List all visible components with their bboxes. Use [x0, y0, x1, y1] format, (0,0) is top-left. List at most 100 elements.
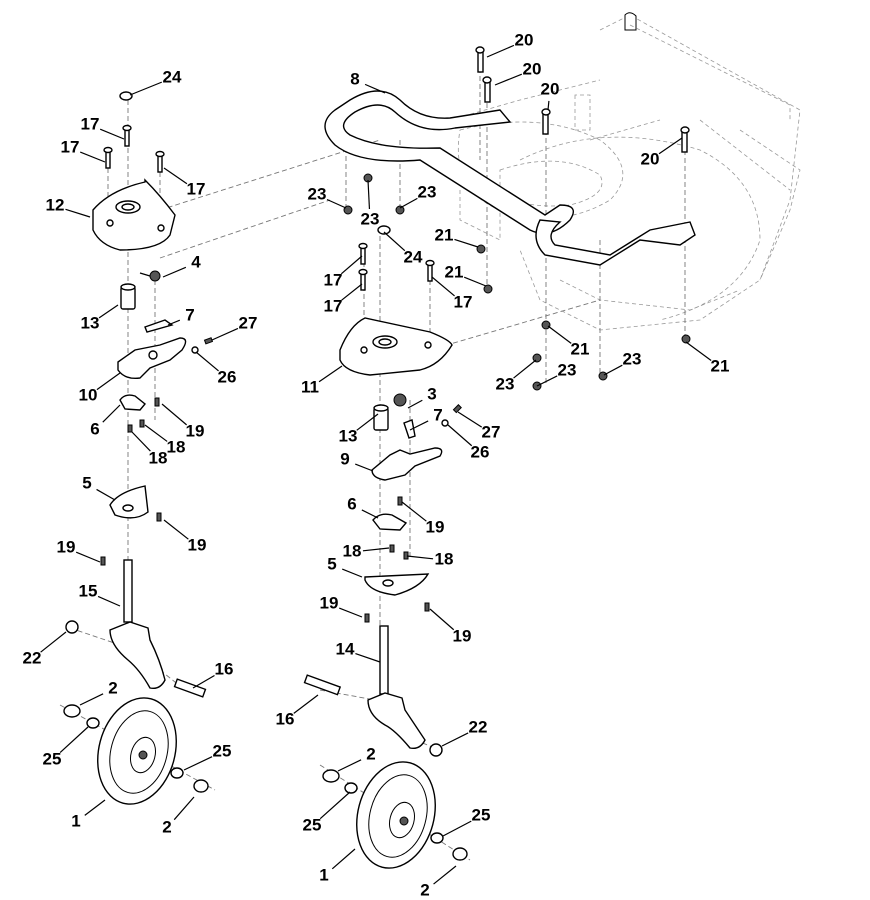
callout-label: 2: [366, 744, 375, 763]
callout-2: 2: [337, 744, 376, 772]
callout-17: 17: [324, 255, 363, 289]
callout-19: 19: [57, 537, 101, 563]
callout-label: 11: [301, 377, 319, 396]
callout-19: 19: [401, 501, 445, 536]
callout-label: 17: [324, 296, 343, 315]
callout-19: 19: [161, 403, 204, 440]
callout-24: 24: [383, 231, 423, 266]
callout-label: 17: [324, 270, 343, 289]
leader-line: [454, 238, 479, 248]
callout-label: 19: [426, 517, 445, 536]
leader-line: [99, 128, 125, 140]
callout-label: 17: [187, 179, 206, 198]
leader-line: [65, 208, 91, 218]
callout-6: 6: [90, 404, 121, 438]
leader-line: [383, 231, 406, 252]
leader-line: [59, 726, 89, 754]
callout-label: 13: [339, 426, 358, 445]
ball-26: [191, 346, 199, 354]
leader-line: [340, 255, 363, 275]
screw-18: [403, 551, 409, 560]
callout-label: 24: [404, 247, 423, 266]
spacer-25: [170, 767, 184, 779]
screw-19: [397, 496, 403, 506]
callout-label: 20: [541, 79, 560, 98]
callout-label: 19: [453, 626, 472, 645]
callout-label: 25: [213, 741, 232, 760]
leader-line: [331, 848, 356, 870]
callout-label: 7: [433, 405, 442, 424]
callout-label: 24: [163, 67, 182, 86]
leader-line: [364, 83, 386, 94]
callout-label: 23: [308, 184, 327, 203]
callout-label: 23: [418, 182, 437, 201]
leader-line: [401, 501, 427, 522]
leader-line: [326, 198, 347, 209]
leader-line: [367, 179, 371, 210]
callout-16: 16: [276, 694, 319, 728]
leader-line: [167, 319, 181, 326]
leader-line: [547, 100, 550, 111]
callout-5: 5: [327, 554, 363, 578]
callout-23: 23: [361, 179, 380, 228]
callout-label: 10: [79, 385, 98, 404]
spring-3: [393, 393, 407, 407]
callout-6: 6: [347, 494, 379, 519]
leader-line: [163, 167, 188, 185]
screw-19: [424, 602, 430, 612]
callout-18: 18: [343, 541, 390, 560]
leader-line: [355, 652, 381, 663]
callout-7: 7: [409, 405, 443, 431]
screw-18: [389, 544, 395, 553]
leader-line: [98, 304, 119, 319]
leader-line: [84, 799, 106, 816]
callout-23: 23: [399, 182, 437, 209]
callout-4: 4: [162, 252, 201, 278]
callout-label: 22: [469, 717, 488, 736]
callout-label: 23: [496, 374, 515, 393]
leader-line: [144, 424, 168, 442]
callout-label: 20: [523, 59, 542, 78]
callout-1: 1: [71, 799, 106, 830]
leader-line: [102, 404, 121, 423]
callout-9: 9: [340, 449, 374, 472]
callout-17: 17: [61, 137, 106, 163]
callout-label: 22: [23, 648, 42, 667]
callout-20: 20: [541, 79, 560, 111]
leader-line: [319, 791, 351, 820]
callout-label: 19: [320, 593, 339, 612]
bolt-16: [303, 674, 342, 696]
leader-line: [409, 420, 429, 431]
callout-25: 25: [43, 726, 89, 768]
lever-7: [144, 319, 174, 333]
plate-6: [119, 394, 146, 411]
callout-label: 23: [558, 360, 577, 379]
ball-26: [441, 419, 449, 427]
plate-5-right: [364, 573, 430, 596]
stem-14: [379, 625, 389, 695]
callout-label: 23: [361, 209, 380, 228]
callout-label: 18: [343, 541, 362, 560]
callout-7: 7: [167, 305, 195, 326]
leader-line: [442, 820, 472, 837]
callout-1: 1: [319, 848, 356, 884]
callout-label: 17: [454, 292, 473, 311]
leader-line: [486, 44, 515, 58]
spring-27: [203, 337, 214, 345]
callout-label: 26: [218, 367, 237, 386]
callout-20: 20: [494, 59, 542, 86]
leader-line: [536, 375, 558, 387]
leader-line: [337, 759, 362, 772]
callout-label: 13: [81, 313, 100, 332]
callout-label: 5: [327, 554, 336, 573]
leader-line: [429, 608, 455, 631]
callout-18: 18: [131, 431, 167, 467]
callout-label: 1: [319, 865, 328, 884]
leader-line: [162, 266, 187, 278]
leader-line: [96, 488, 116, 501]
washer-2: [452, 847, 468, 861]
screw-19: [154, 397, 160, 407]
leader-line: [406, 555, 434, 560]
callout-label: 15: [79, 581, 98, 600]
